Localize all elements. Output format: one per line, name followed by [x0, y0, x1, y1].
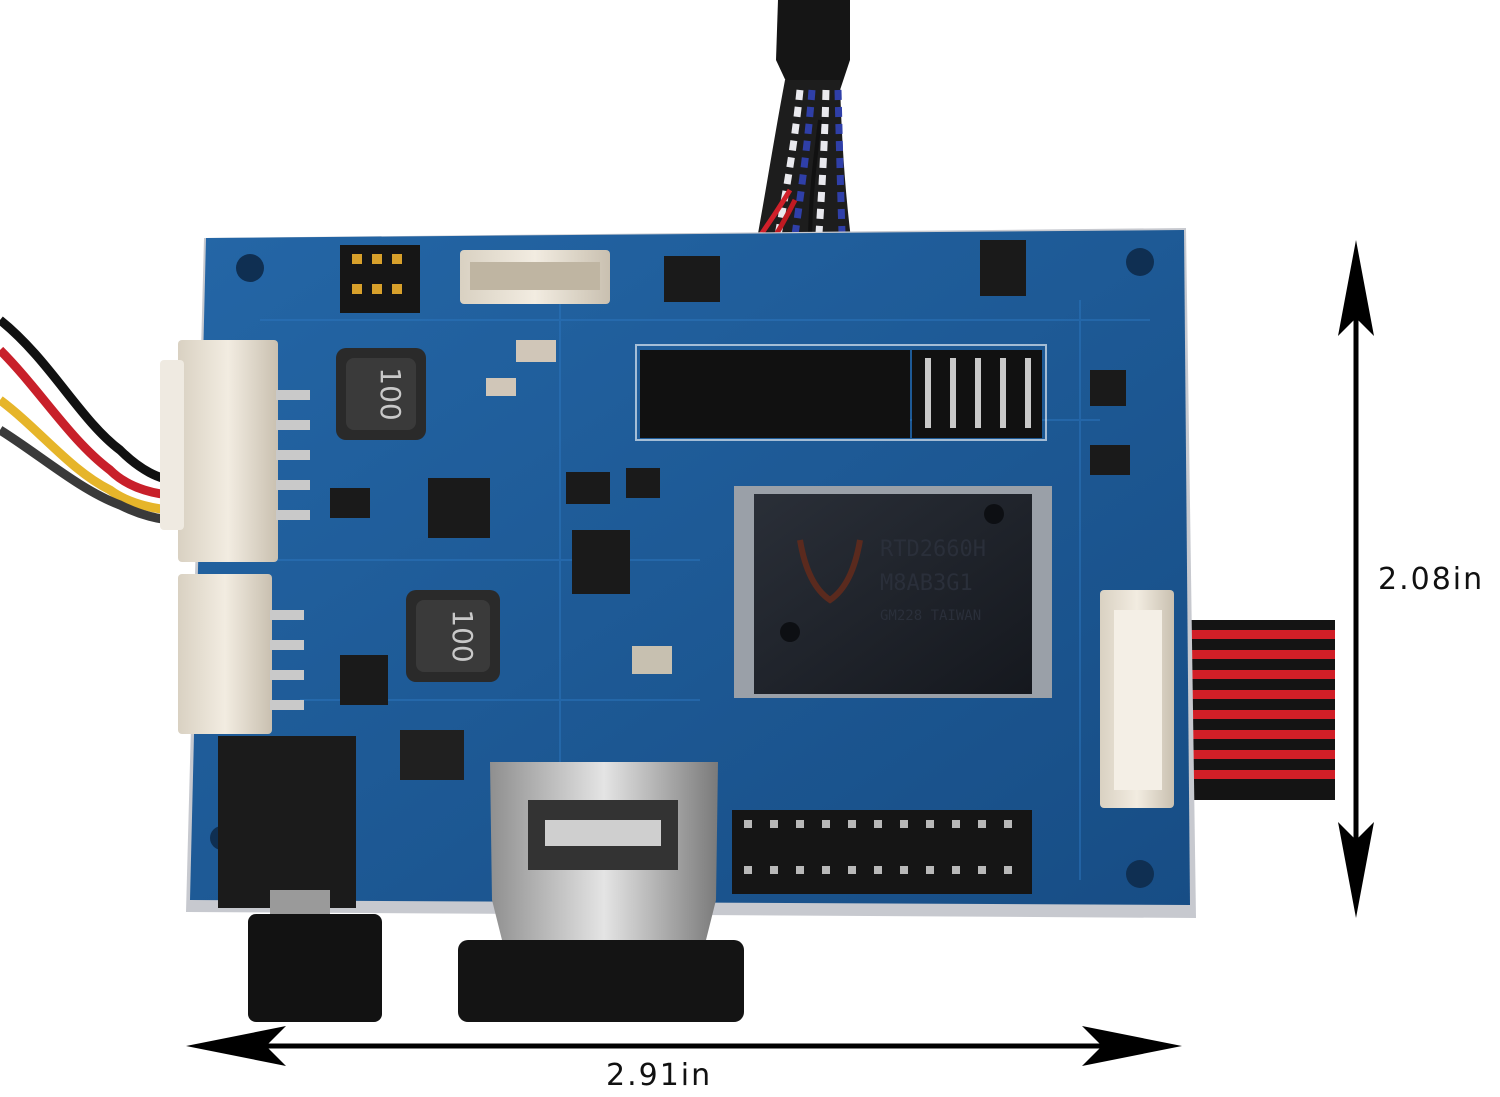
inductor-top-label: 100: [374, 367, 407, 420]
width-arrow: [186, 1026, 1182, 1066]
hdmi-port: [458, 762, 744, 1022]
top-connector: [460, 250, 610, 304]
right-connector: [1100, 590, 1174, 808]
dc-jack: [218, 736, 382, 1022]
height-dimension-label: 2.08in: [1378, 562, 1485, 597]
inductor-bottom: 100: [406, 590, 500, 682]
main-chip: RTD2660H M8AB3G1 GM228 TAIWAN: [734, 486, 1052, 698]
chip-batch-code: M8AB3G1: [880, 571, 973, 596]
backlight-cable: [1165, 620, 1335, 800]
jumper-header: [340, 245, 420, 313]
height-arrow: [1338, 240, 1374, 918]
lvds-header: [635, 344, 1047, 441]
chip-origin: GM228 TAIWAN: [880, 608, 981, 624]
inductor-top: 100: [336, 348, 426, 440]
chip-part-number: RTD2660H: [880, 537, 986, 562]
inductor-bottom-label: 100: [446, 609, 479, 662]
width-dimension-label: 2.91in: [606, 1058, 713, 1093]
gpio-header: [732, 810, 1032, 894]
left-connector-lower: [178, 574, 304, 734]
smd-components: [330, 240, 1130, 780]
power-cable: [0, 316, 176, 525]
left-connector-upper: [160, 340, 310, 562]
